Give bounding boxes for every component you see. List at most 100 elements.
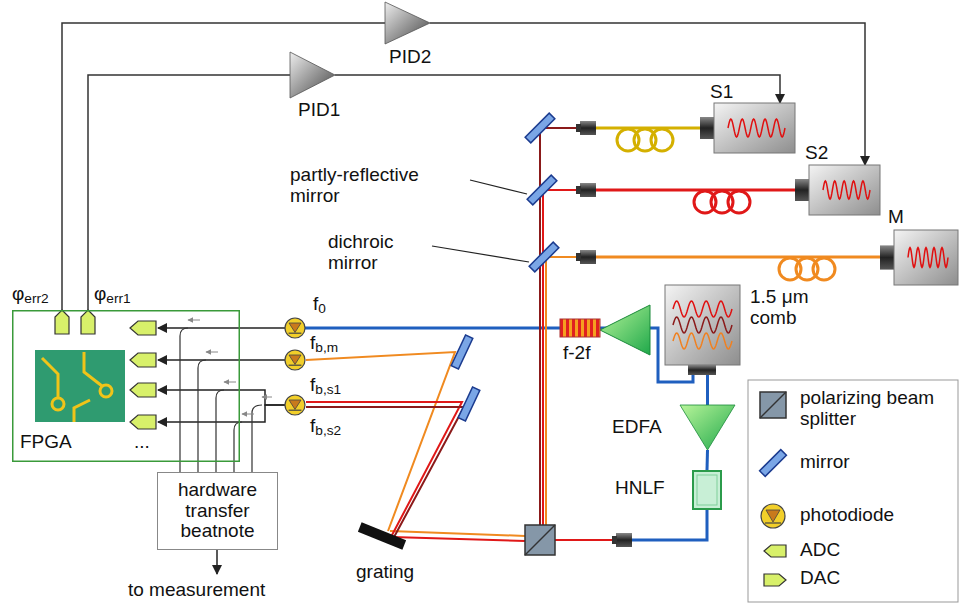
legend-text: ADC (800, 540, 840, 561)
node-label: f-2f (563, 343, 590, 364)
dac-symbol (55, 310, 95, 334)
tap-line (216, 390, 224, 472)
diffraction-grating (358, 522, 406, 549)
triD-shape (680, 405, 735, 450)
legend-box (760, 450, 787, 477)
node-label: hardware transfer beatnote (163, 480, 272, 543)
stripe-shape (560, 319, 600, 337)
output-label: to measurement (128, 580, 265, 601)
laser-beam (306, 352, 455, 531)
tap-line (234, 422, 242, 472)
legend-box (766, 510, 780, 522)
legend-box (765, 522, 781, 523)
laser-source: S1 (700, 103, 795, 153)
legend-text: DAC (800, 568, 840, 589)
adc-symbol (130, 383, 156, 397)
fpga-chip (100, 385, 112, 397)
fiber-collimator (612, 536, 617, 544)
legend-box (764, 574, 786, 586)
fiber-amplifier: EDFA (680, 405, 735, 450)
hnlf-shape (697, 475, 717, 505)
pd-shape (289, 355, 301, 364)
frequency-comb: 1.5 μm comb (665, 285, 740, 365)
f-2f-crystal: f-2f (560, 319, 600, 337)
pd-shape (285, 350, 305, 370)
triR-shape (290, 52, 335, 98)
output-arrow (216, 550, 218, 574)
connector (158, 390, 285, 405)
legend-text: photodiode (800, 505, 894, 526)
triR-shape (385, 2, 430, 44)
transfer-arrow (188, 320, 200, 321)
hw-shape (158, 473, 278, 550)
fiber-collimator (688, 365, 716, 375)
fiber-collimator (616, 533, 632, 547)
laser-shape (880, 245, 894, 269)
triD-shape (680, 405, 735, 450)
node-label: PID2 (389, 47, 431, 68)
transfer-arrow (206, 352, 218, 353)
mirror (529, 242, 559, 272)
laser-beam (392, 537, 525, 541)
fiber (596, 189, 795, 192)
transfer-arrow (188, 320, 272, 414)
hnlf-shape (693, 471, 721, 509)
fiber-collimator (576, 186, 581, 194)
tap-line (252, 405, 262, 472)
node-label: S2 (805, 143, 828, 164)
fpga-chip (84, 352, 102, 386)
adc-symbol (130, 415, 156, 429)
fiber (596, 256, 880, 259)
photodiode: fb,s1fb,s2 (285, 395, 305, 415)
mirror (525, 113, 555, 143)
connector (335, 75, 780, 103)
node-label: HNLF (615, 478, 665, 499)
comb-shape (673, 333, 732, 349)
connector (706, 450, 710, 470)
photodiode: f0 (285, 318, 305, 338)
leader-line (432, 180, 529, 262)
triR-shape (385, 2, 430, 44)
fiber (632, 510, 707, 540)
connector (158, 327, 285, 329)
laser-source: S2 (795, 165, 880, 215)
triR-shape (290, 52, 335, 98)
dac-symbol (81, 310, 95, 334)
node-label: M (888, 207, 904, 228)
legend-box (760, 392, 786, 418)
ellipsis: ... (134, 432, 150, 453)
polarizing-beam-splitter (525, 525, 555, 555)
comb-shape (673, 301, 732, 317)
output-arrow (217, 550, 218, 574)
connector (88, 75, 290, 310)
connector (430, 23, 865, 165)
laser-source: M (880, 230, 958, 285)
process-box: hardware transfer beatnote (157, 472, 278, 550)
legend-box (748, 380, 958, 602)
part-label: dichroic mirror (328, 232, 428, 274)
laser-shape (809, 165, 880, 215)
pd-shape (285, 318, 305, 338)
laser-shape (700, 117, 714, 139)
fpga-chip (74, 400, 90, 422)
legend-box (748, 380, 958, 602)
laser-shape (728, 119, 785, 137)
tap-line (198, 360, 206, 472)
pid-amplifier: PID2 (385, 2, 430, 44)
fiber-collimator (580, 121, 596, 135)
laser-shape (700, 103, 795, 153)
leader-line (432, 246, 529, 262)
fiber-collimator (580, 250, 596, 264)
leader-line (470, 180, 527, 194)
transfer-arrow (242, 414, 254, 415)
laser-shape (823, 181, 870, 199)
comb-shape (665, 285, 740, 365)
amplifier-symbol (600, 305, 650, 355)
signal-name: φerr1 (94, 284, 131, 305)
pd-shape (285, 350, 305, 370)
nonlinear-fiber: HNLF (692, 470, 722, 510)
fiber (728, 191, 750, 213)
legend-text: mirror (800, 452, 850, 473)
adc-symbol (130, 321, 156, 429)
